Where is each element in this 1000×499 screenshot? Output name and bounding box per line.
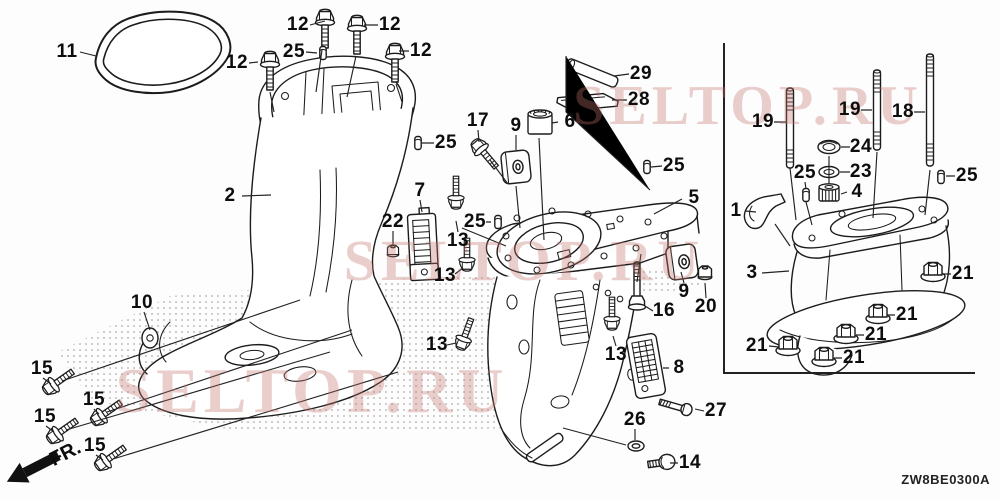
nut-20 (697, 265, 713, 281)
stud-18 (925, 53, 935, 167)
nut-21-e (775, 335, 801, 357)
bushing-6 (527, 109, 553, 135)
strainer-plate-8 (625, 332, 667, 400)
bolt-13-a (447, 175, 465, 210)
bolt-12-b (346, 14, 368, 55)
right-panel-frame (723, 43, 975, 374)
nut-22 (386, 244, 400, 258)
nut-21-a (920, 261, 946, 283)
bolt-17 (466, 134, 504, 174)
leader-lines (42, 20, 955, 464)
stud-19-right (872, 69, 882, 151)
washer-26 (627, 440, 645, 452)
diagram-code: ZW8BE0300A (901, 472, 990, 487)
bolt-12-a (314, 8, 336, 49)
pin-25-d (643, 159, 651, 175)
part-5-gear-case (485, 202, 700, 467)
anode-bar-7 (406, 206, 440, 282)
bolt-13-b (458, 237, 476, 272)
part-2-extension-case (138, 55, 417, 420)
pin-25-c (494, 214, 502, 230)
assembly-lines (61, 49, 931, 460)
pin-25-e (802, 187, 810, 203)
pin-25-b (414, 135, 422, 151)
nut-21-b (865, 303, 891, 325)
fr-direction-arrow: FR. (6, 437, 85, 483)
plug-14 (646, 453, 676, 471)
bolt-15-a (38, 363, 79, 400)
pin-25-f (937, 169, 945, 185)
nut-21-c (833, 323, 859, 345)
part-11-gasket (94, 10, 232, 95)
stud-19-left (785, 87, 795, 169)
hook-1 (743, 193, 786, 230)
nut-4 (818, 183, 840, 202)
grommet-24 (817, 139, 841, 155)
screw-27 (658, 398, 693, 417)
bolt-15-d (90, 439, 131, 476)
nut-21-d (811, 346, 837, 368)
